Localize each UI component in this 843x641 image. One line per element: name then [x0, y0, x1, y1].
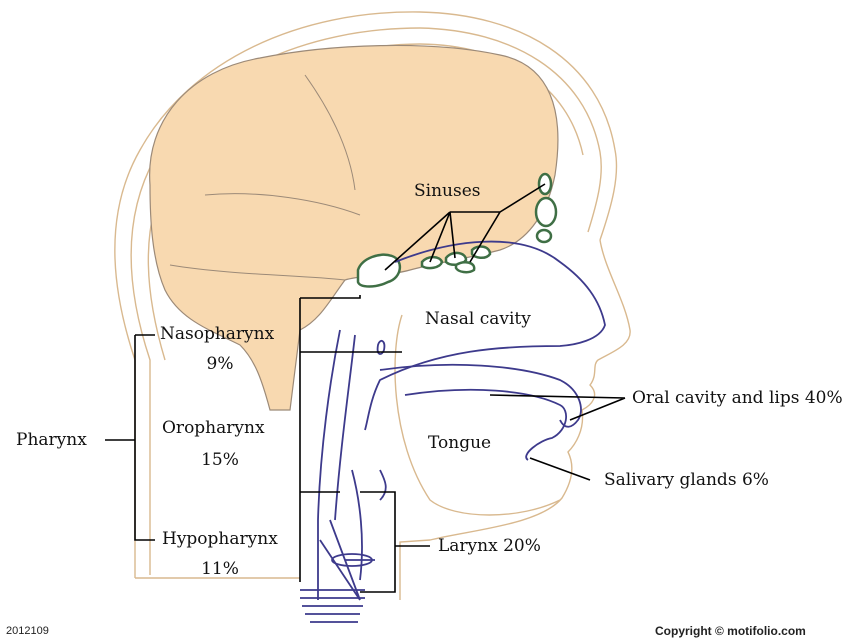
salivary-glands-label: Salivary glands 6% [604, 472, 769, 489]
copyright-text: Copyright © motifolio.com [655, 624, 806, 638]
nasal-cavity-label: Nasal cavity [425, 311, 531, 328]
hypopharynx-label: Hypopharynx [162, 531, 278, 548]
nasopharynx-label: Nasopharynx [160, 326, 274, 343]
oral-cavity-label: Oral cavity and lips 40% [632, 390, 843, 407]
sinuses-label: Sinuses [414, 183, 481, 200]
tongue-label: Tongue [428, 435, 491, 452]
nasopharynx-percent: 9% [190, 356, 250, 373]
oropharynx-percent: 15% [190, 452, 250, 469]
oropharynx-label: Oropharynx [162, 420, 265, 437]
pharynx-label: Pharynx [16, 432, 87, 449]
larynx-label: Larynx 20% [438, 538, 541, 555]
hypopharynx-percent: 11% [190, 561, 250, 578]
figure-id: 2012109 [6, 625, 49, 637]
